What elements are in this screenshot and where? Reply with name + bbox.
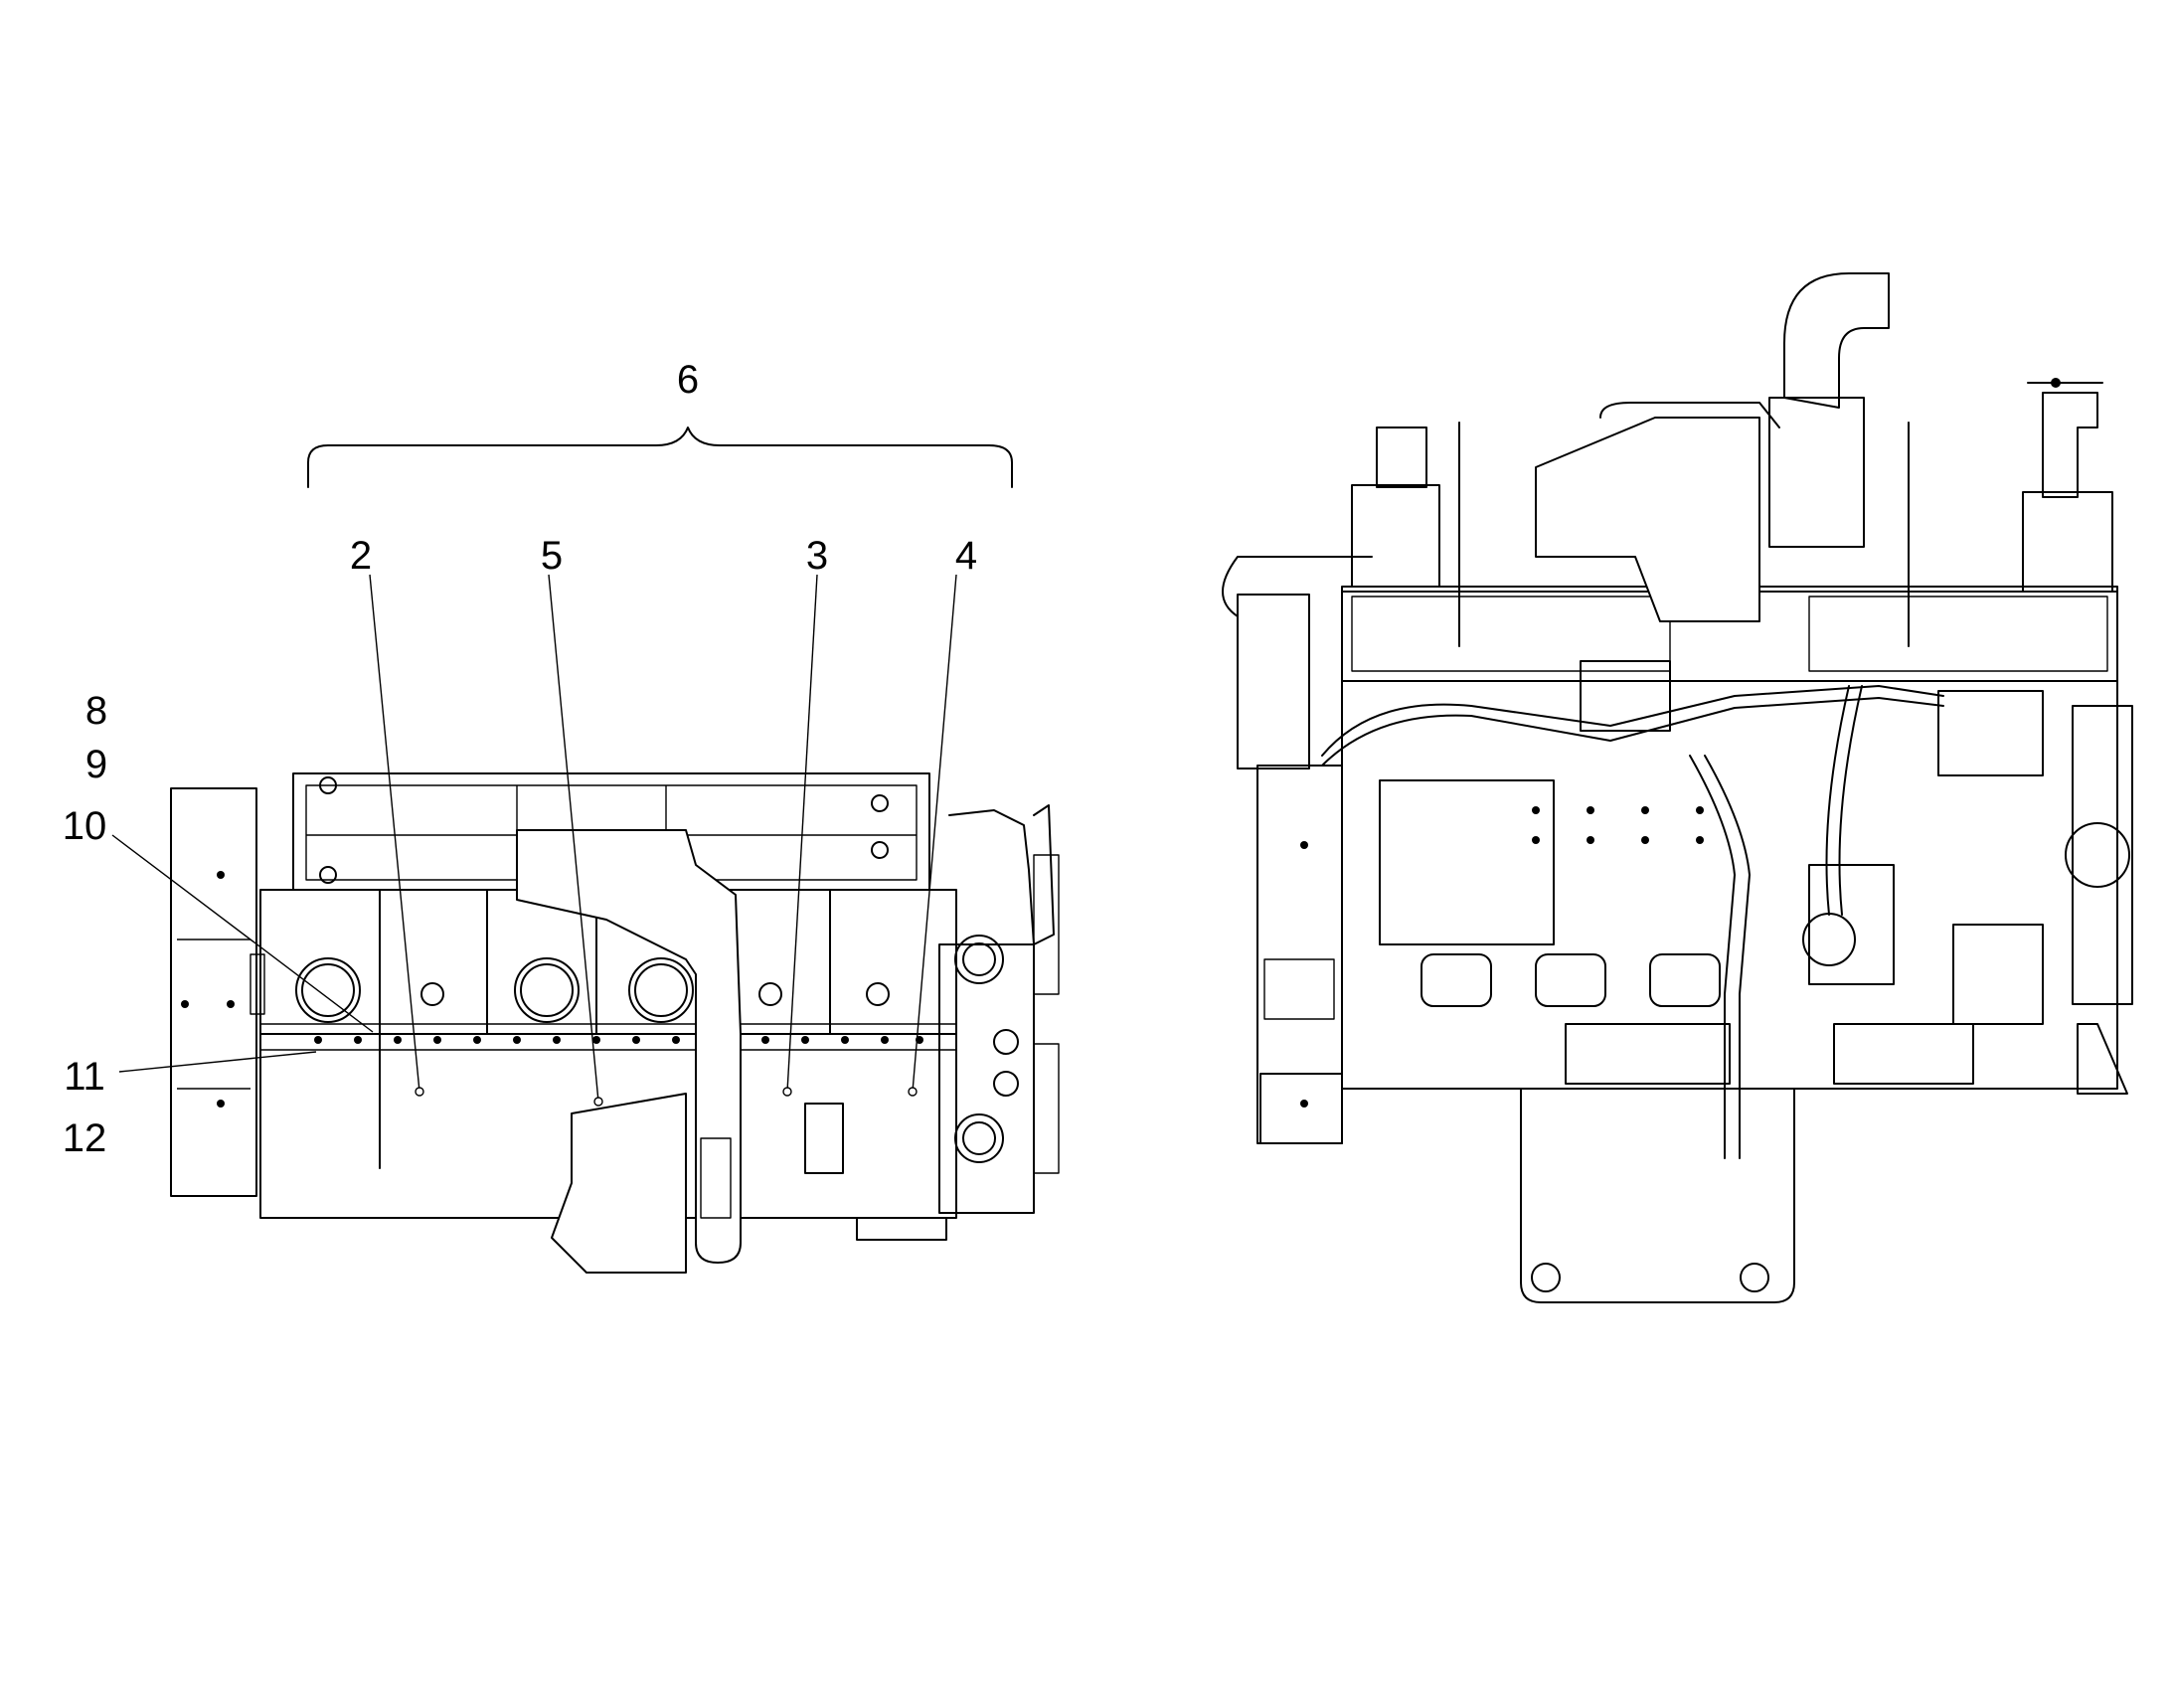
callout-11: 11 <box>64 1055 105 1099</box>
callout-5: 5 <box>541 534 563 578</box>
callout-10: 10 <box>63 804 107 848</box>
ecm-module <box>1237 594 1310 769</box>
leader-3 <box>786 574 818 1093</box>
callout-6: 6 <box>677 358 699 402</box>
callout-8: 8 <box>85 689 107 733</box>
intake-port-1 <box>295 957 361 1023</box>
right-view-flywheel-housing <box>1256 765 1343 1144</box>
leader-11 <box>118 1051 317 1073</box>
exhaust-manifold <box>516 829 742 1264</box>
callout-12: 12 <box>63 1116 107 1160</box>
callout-4: 4 <box>955 534 977 578</box>
callout-labels: 6 2 5 3 4 8 9 10 11 12 <box>63 358 977 1160</box>
fuel-filter-bracket <box>804 1103 844 1174</box>
flywheel-housing <box>170 787 257 1197</box>
leader-2 <box>369 574 420 1093</box>
leader-4 <box>912 574 957 1093</box>
block-bolt-row <box>314 1036 923 1044</box>
intake-port-2 <box>514 957 580 1023</box>
callout-9: 9 <box>85 743 107 786</box>
turbo-elbow <box>1783 272 1890 409</box>
oil-filter <box>1802 913 1856 966</box>
front-gear-housing <box>938 943 1035 1214</box>
leader-lines <box>111 574 957 1107</box>
callout-3: 3 <box>806 534 828 578</box>
callout-2: 2 <box>350 534 372 578</box>
right-view-bolt-grid <box>1532 806 1704 844</box>
leader-5 <box>548 574 599 1103</box>
leader-10 <box>111 834 374 1033</box>
engine-left-view <box>170 772 1060 1274</box>
air-cleaner-housing <box>1535 417 1760 622</box>
oil-pan <box>1520 1088 1795 1303</box>
right-view-block <box>1341 591 2118 1090</box>
intake-port-3 <box>628 957 694 1023</box>
oil-filter-housing <box>1952 924 2044 1025</box>
bracket-6 <box>307 427 1013 488</box>
engine-right-view <box>1222 272 2133 1303</box>
heat-shield <box>551 1093 687 1274</box>
